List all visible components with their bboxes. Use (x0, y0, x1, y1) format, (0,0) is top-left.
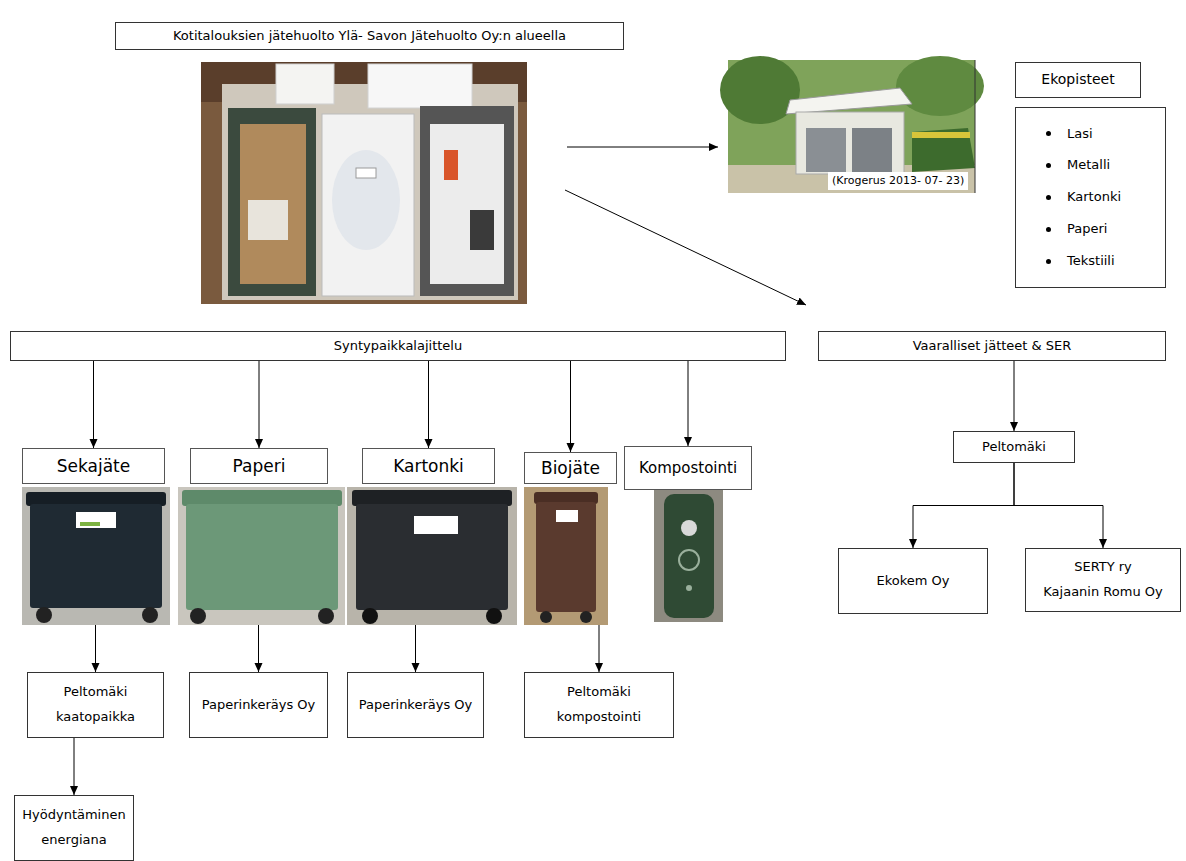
pointer-arrow (567, 147, 718, 148)
photo-credit: (Krogerus 2013- 07- 23) (828, 172, 968, 190)
process-box: Hyödyntäminen energiana (14, 795, 134, 861)
bin-label: Kompostointi (639, 459, 737, 477)
box-label: Hyödyntäminen energiana (21, 803, 127, 852)
bin-picture (347, 487, 517, 625)
list-item: Paperi (1067, 217, 1107, 242)
heading-box: Ekopisteet (1015, 62, 1141, 98)
bullet-dot (1046, 227, 1051, 232)
list-item: Tekstiili (1067, 249, 1115, 274)
title-text: Kotitalouksien jätehuolto Ylä- Savon Jät… (173, 26, 566, 46)
bin-label-box: Kartonki (362, 448, 495, 484)
bin-label: Biojäte (541, 458, 600, 478)
bullet-dot (1046, 259, 1051, 264)
list-row: Tekstiili (1046, 249, 1115, 274)
sorting-photo (201, 62, 527, 304)
bin-label: Sekajäte (57, 456, 130, 476)
bin-node: Kartonki (362, 448, 495, 625)
connector-arrow (570, 361, 571, 452)
box-label: Paperinkeräys Oy (359, 693, 473, 718)
process-box: Paperinkeräys Oy (189, 672, 328, 738)
process-box: Peltomäki (953, 431, 1075, 463)
process-box: Peltomäki kompostointi (524, 672, 674, 738)
band-box: Syntypaikkalajittelu (10, 331, 786, 361)
list-item: Metalli (1067, 153, 1110, 178)
bin-label: Kartonki (393, 456, 464, 476)
connector-arrow (93, 361, 94, 448)
title-box: Kotitalouksien jätehuolto Ylä- Savon Jät… (115, 22, 624, 50)
bin-label-box: Biojäte (524, 452, 617, 484)
bullet-dot (1046, 195, 1051, 200)
box-label: Ekokem Oy (876, 569, 949, 594)
box-label: Paperinkeräys Oy (202, 693, 316, 718)
box-label: SERTY ry (1074, 555, 1132, 580)
box-label: Kajaanin Romu Oy (1043, 580, 1162, 605)
bin-node: Sekajäte (22, 448, 165, 625)
connector-arrow (913, 463, 1014, 548)
pointer-arrow (565, 190, 806, 305)
process-box: SERTY ryKajaanin Romu Oy (1025, 548, 1181, 612)
list-box: LasiMetalliKartonkiPaperiTekstiili (1015, 107, 1166, 288)
bin-picture (524, 487, 608, 625)
connector-arrow (95, 625, 96, 672)
connector-arrow (259, 361, 260, 448)
bin-label-box: Kompostointi (624, 446, 752, 490)
connector-arrow (428, 361, 429, 448)
box-label: Ekopisteet (1041, 70, 1114, 90)
bin-picture (178, 487, 345, 625)
bin-node: Paperi (190, 448, 328, 625)
list-row: Paperi (1046, 217, 1107, 242)
ecopoint-photo (720, 56, 984, 193)
bin-node: Kompostointi (624, 446, 752, 622)
list-row: Kartonki (1046, 185, 1121, 210)
box-label: Peltomäki kompostointi (533, 680, 665, 729)
process-box: Paperinkeräys Oy (347, 672, 484, 738)
connector-arrow (74, 738, 75, 795)
list-item: Kartonki (1067, 185, 1121, 210)
connector-arrow (688, 361, 689, 446)
bullet-dot (1046, 163, 1051, 168)
box-label: Peltomäki kaatopaikka (37, 680, 155, 729)
connector-arrow (1014, 463, 1103, 548)
list-row: Metalli (1046, 153, 1110, 178)
list-item: Lasi (1067, 122, 1093, 147)
bin-label: Paperi (233, 456, 286, 476)
process-box: Vaaralliset jätteet & SER (818, 331, 1166, 361)
bullet-dot (1046, 131, 1051, 136)
process-box: Peltomäki kaatopaikka (27, 672, 164, 738)
bin-node: Biojäte (524, 452, 617, 625)
bin-picture (22, 487, 170, 625)
connector-arrow (415, 625, 416, 672)
connector-arrow (599, 625, 600, 672)
bin-label-box: Paperi (190, 448, 328, 484)
connector-arrow (1014, 361, 1015, 431)
compost-bin-picture (654, 490, 723, 622)
box-label: Peltomäki (982, 438, 1046, 456)
process-box: Ekokem Oy (838, 548, 988, 614)
list-row: Lasi (1046, 122, 1093, 147)
box-label: Vaaralliset jätteet & SER (913, 337, 1072, 355)
bin-label-box: Sekajäte (22, 448, 165, 484)
connector-arrow (258, 625, 259, 672)
box-label: Syntypaikkalajittelu (334, 337, 462, 355)
